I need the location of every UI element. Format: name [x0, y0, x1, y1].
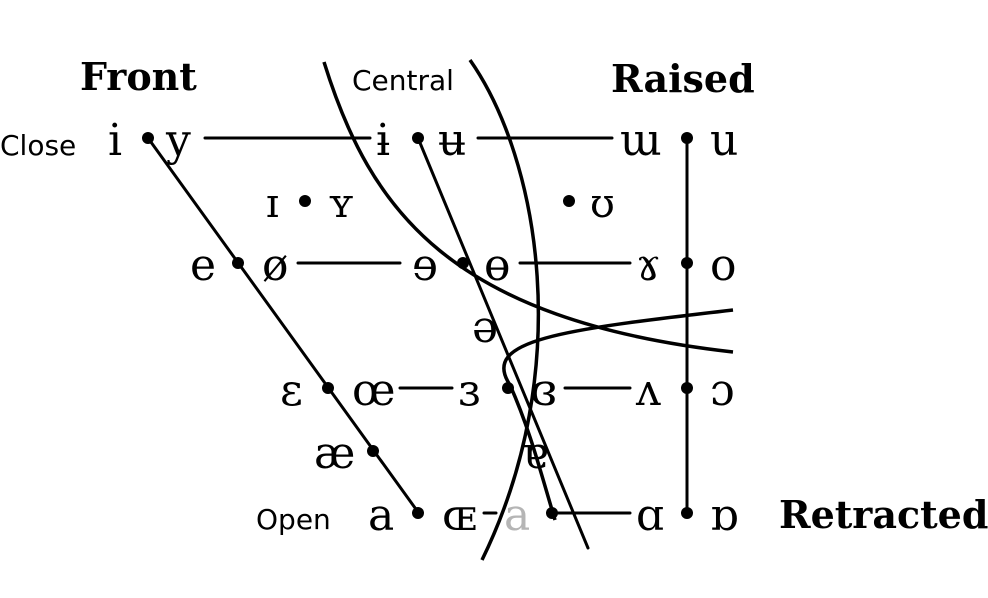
row-label-close: Close	[0, 129, 76, 162]
vowel-open-back-unrounded: ɑ	[636, 490, 664, 541]
dot-close-mid-central	[457, 257, 469, 269]
near-close-row-vowels: ɪ ʏ ʊ	[266, 181, 615, 227]
vowel-open-central-grey: a	[504, 490, 530, 541]
open-row-vowels: a ɶ a ɑ ɒ	[368, 490, 738, 541]
vowel-near-close-back-rounded: ʊ	[590, 181, 615, 227]
parabola-curve	[502, 308, 734, 521]
vowel-close-mid-back-unrounded: ɤ	[636, 240, 661, 291]
dot-close-mid-back	[681, 257, 693, 269]
vowel-close-mid-front-unrounded: e	[190, 240, 216, 291]
vowel-close-central-rounded: ʉ	[438, 115, 466, 166]
dot-open-mid-front	[322, 382, 334, 394]
vowel-open-mid-back-unrounded: ʌ	[635, 365, 661, 416]
vowel-near-close-front-rounded: ʏ	[328, 181, 354, 227]
open-mid-row-vowels: ɛ œ ɜ ɞ ʌ ɔ	[280, 365, 735, 416]
vowel-open-front-rounded: ɶ	[442, 490, 477, 541]
vowel-close-back-unrounded: ɯ	[620, 115, 662, 166]
vowel-close-mid-central-rounded: ɵ	[484, 240, 511, 291]
row-label-open: Open	[256, 503, 331, 536]
dot-near-close-back	[563, 195, 575, 207]
vowel-near-close-front-unrounded: ɪ	[266, 181, 279, 227]
vowel-close-front-unrounded: i	[108, 115, 122, 166]
dot-near-open-front	[367, 445, 379, 457]
vowel-close-mid-central-unrounded: ɘ	[412, 240, 438, 291]
dot-open-mid-central	[502, 382, 514, 394]
central-diagonal-line	[416, 136, 590, 550]
vowel-close-mid-front-rounded: ø	[262, 240, 289, 291]
vowel-close-back-rounded: u	[710, 115, 738, 166]
vowel-mid-central: ə	[472, 302, 498, 353]
vowel-near-open-front-unrounded: æ	[314, 428, 355, 479]
overlay-curves	[322, 58, 734, 561]
vowel-open-back-rounded: ɒ	[710, 490, 738, 541]
heading-retracted: Retracted	[779, 492, 988, 537]
heading-central: Central	[352, 64, 454, 97]
vowel-near-open-central: ɐ	[522, 428, 548, 479]
vowel-open-front-unrounded: a	[368, 490, 394, 541]
inner-arc-curve	[468, 58, 541, 561]
outer-arc-curve	[322, 61, 734, 354]
vowel-close-central-unrounded: ɨ	[376, 115, 390, 166]
vowel-dots	[142, 132, 693, 519]
dot-close-central	[412, 132, 424, 144]
vowel-open-mid-front-unrounded: ɛ	[280, 365, 303, 416]
dot-close-mid-front	[232, 257, 244, 269]
heading-raised: Raised	[611, 56, 755, 101]
vowel-open-mid-back-rounded: ɔ	[710, 365, 735, 416]
dot-close-back	[681, 132, 693, 144]
vowel-close-mid-back-rounded: o	[710, 240, 737, 291]
dot-open-central	[546, 507, 558, 519]
front-diagonal-line	[146, 136, 420, 514]
near-open-row-vowels: æ ɐ	[314, 428, 548, 479]
vowel-open-mid-central-rounded: ɞ	[530, 365, 557, 416]
close-row-vowels: i y ɨ ʉ ɯ u	[108, 115, 738, 166]
dot-open-front	[412, 507, 424, 519]
heading-front: Front	[80, 54, 197, 99]
close-mid-row-vowels: e ø ɘ ɵ ɤ o	[190, 240, 737, 291]
dot-near-close-front	[299, 195, 311, 207]
vowel-open-mid-front-rounded: œ	[352, 365, 396, 416]
dot-close-front	[142, 132, 154, 144]
vowel-close-front-rounded: y	[165, 115, 191, 166]
dot-open-mid-back	[681, 382, 693, 394]
vowel-open-mid-central-unrounded: ɜ	[458, 365, 480, 416]
dot-open-back	[681, 507, 693, 519]
